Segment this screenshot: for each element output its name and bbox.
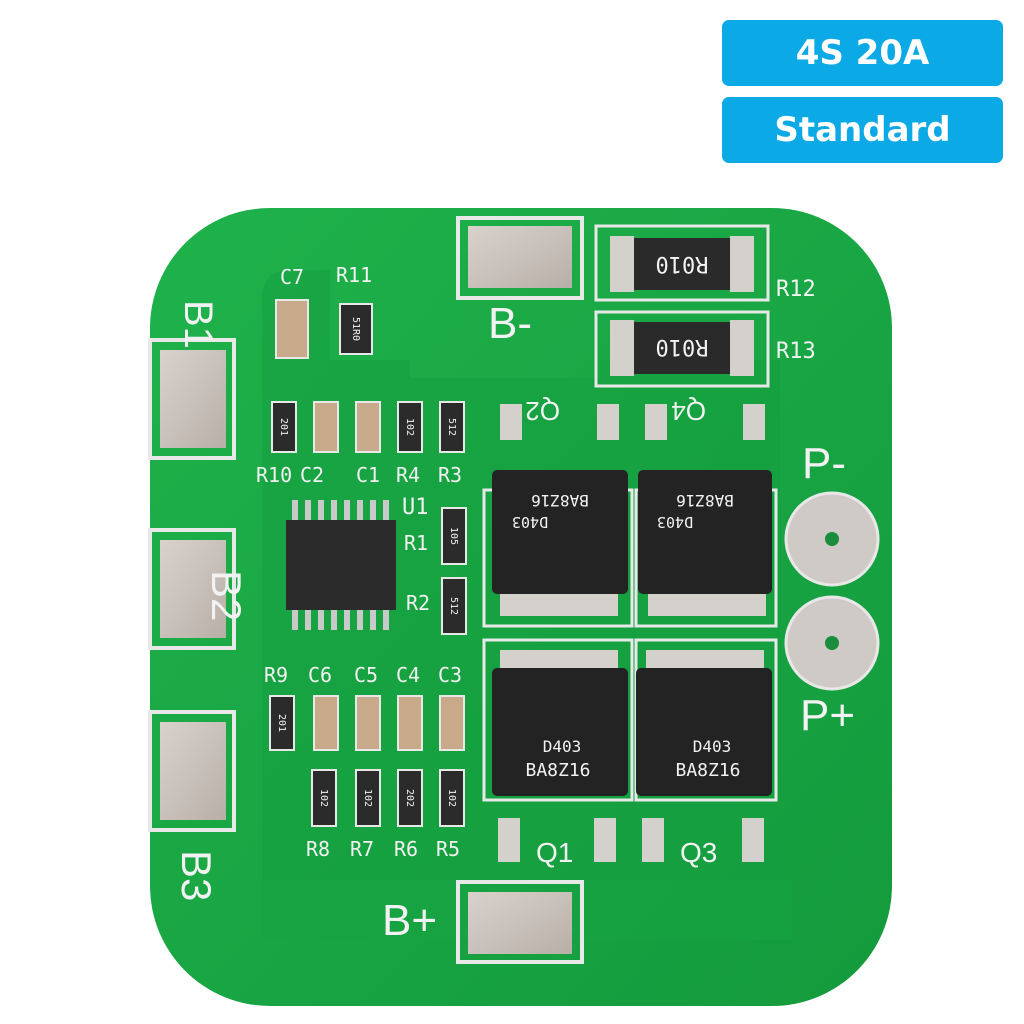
q4-label: Q4	[671, 396, 706, 426]
mosfet-q2: BA8Z16 D403	[482, 404, 634, 628]
q4-line1: D403	[657, 513, 693, 531]
r3-marking: 512	[446, 418, 457, 436]
q1-label: Q1	[536, 837, 573, 868]
label-c4: C4	[396, 663, 420, 687]
q4-line2: BA8Z16	[676, 491, 734, 510]
q2-line1: D403	[512, 513, 548, 531]
label-r2: R2	[406, 591, 430, 615]
q3-line2: BA8Z16	[675, 760, 740, 781]
label-r1: R1	[404, 531, 428, 555]
shunt-r13-marking: R010	[656, 334, 709, 359]
label-r7: R7	[350, 837, 374, 861]
mosfet-q1: D403 BA8Z16	[482, 638, 634, 862]
pad-label-b1: B1	[176, 300, 220, 349]
label-r6: R6	[394, 837, 418, 861]
mosfet-q3: D403 BA8Z16	[634, 638, 778, 862]
r9-marking: 201	[276, 714, 287, 732]
pad-b1	[148, 338, 236, 460]
pad-label-p-minus: P-	[802, 439, 846, 488]
res-r2	[441, 577, 467, 635]
pad-label-b2: B2	[203, 570, 250, 621]
pad-p-minus	[784, 491, 880, 587]
shunt-r13: R010	[594, 310, 770, 388]
row3-components	[311, 769, 465, 827]
label-r4: R4	[396, 463, 420, 487]
pad-label-p-plus: P+	[800, 691, 855, 740]
r2-marking: 512	[448, 597, 459, 615]
q2-line2: BA8Z16	[531, 491, 589, 510]
shunt-r12-label: R12	[776, 277, 816, 302]
r7-marking: 102	[362, 789, 373, 807]
row1-components	[271, 401, 465, 453]
r1-marking: 105	[448, 527, 459, 545]
cap-c7-label: C7	[280, 265, 304, 289]
pad-label-b-minus: B-	[488, 299, 532, 348]
shunt-r12: R010	[594, 224, 770, 302]
shunt-r13-label: R13	[776, 339, 816, 364]
label-c3: C3	[438, 663, 462, 687]
q1-line1: D403	[543, 737, 582, 756]
label-r10: R10	[256, 463, 292, 487]
r4-marking: 102	[404, 418, 415, 436]
q2-label: Q2	[525, 396, 560, 426]
ic-u1	[286, 500, 396, 630]
pad-b2	[148, 528, 236, 650]
label-c6: C6	[308, 663, 332, 687]
q3-label: Q3	[680, 837, 717, 868]
label-r5: R5	[436, 837, 460, 861]
q3-line1: D403	[693, 737, 732, 756]
pad-b-plus	[456, 880, 584, 964]
shunt-r12-marking: R010	[656, 251, 709, 276]
pad-label-b-plus: B+	[382, 896, 437, 945]
r10-marking: 201	[278, 418, 289, 436]
mosfet-q4: BA8Z16 D403	[634, 404, 778, 628]
spec-badge: 4S 20A	[722, 20, 1003, 86]
label-c5: C5	[354, 663, 378, 687]
label-r9: R9	[264, 663, 288, 687]
pad-p-plus	[784, 595, 880, 691]
label-c1: C1	[356, 463, 380, 487]
label-c2: C2	[300, 463, 324, 487]
label-r8: R8	[306, 837, 330, 861]
pad-b3	[148, 710, 236, 832]
pad-b-minus	[456, 216, 584, 300]
r6-marking: 202	[404, 789, 415, 807]
label-r3: R3	[438, 463, 462, 487]
cap-c7	[275, 299, 309, 359]
r5-marking: 102	[446, 789, 457, 807]
row2-components	[269, 695, 465, 751]
res-r11	[339, 303, 373, 355]
res-r11-label: R11	[336, 263, 372, 287]
res-r1	[441, 507, 467, 565]
r8-marking: 102	[318, 789, 329, 807]
pad-label-b3: B3	[173, 850, 220, 901]
variant-badge: Standard	[722, 97, 1003, 163]
res-r11-marking: 51R0	[350, 317, 361, 341]
ic-u1-label: U1	[402, 495, 429, 520]
q1-line2: BA8Z16	[525, 760, 590, 781]
